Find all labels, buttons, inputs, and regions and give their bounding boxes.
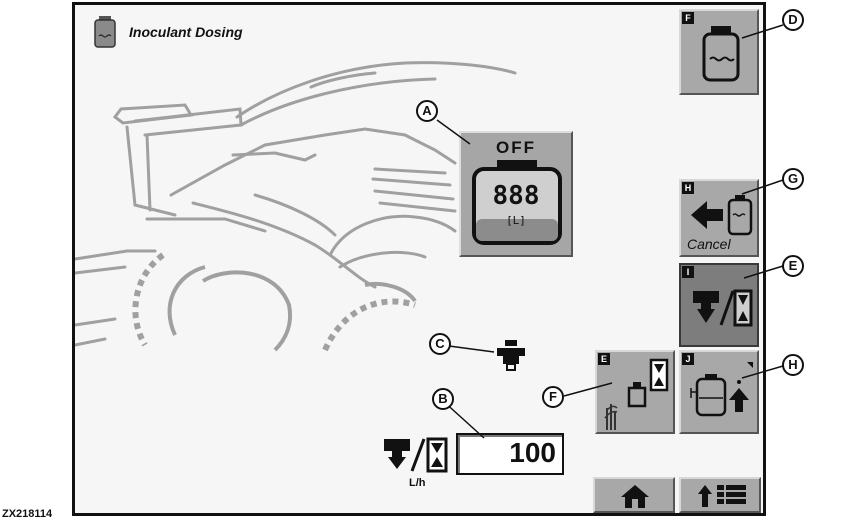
tank-refill-icon [690, 362, 753, 417]
callout-b: B [432, 388, 454, 410]
tank-softkey-f[interactable]: F [679, 9, 759, 95]
dosing-state-label: OFF [496, 138, 536, 157]
dosing-nozzle-icon [497, 340, 525, 371]
dosing-rate-softkey-i[interactable]: I [679, 263, 759, 347]
tank-status-display[interactable]: OFF 888 [L] [459, 131, 573, 257]
menu-button[interactable] [679, 477, 761, 513]
back-arrow-tank-icon [691, 195, 753, 236]
softkey-letter-i: I [682, 266, 694, 278]
callout-h: H [782, 354, 804, 376]
softkey-letter-h: H [682, 182, 694, 194]
callout-a: A [416, 100, 438, 122]
calibration-weight-icon [604, 358, 669, 430]
home-icon [621, 485, 649, 508]
callout-f: F [542, 386, 564, 408]
tank-icon [472, 160, 562, 245]
home-button[interactable] [593, 477, 675, 513]
cancel-softkey-h[interactable]: H Cancel [679, 179, 759, 257]
forage-harvester-outline [75, 61, 517, 352]
callout-c: C [429, 333, 451, 355]
softkey-letter-e: E [598, 353, 610, 365]
dosing-rate-icon [693, 289, 753, 327]
callout-g: G [782, 168, 804, 190]
calibration-softkey-e[interactable]: E [595, 350, 675, 434]
rate-unit: L/h [409, 477, 426, 489]
dosing-rate-icon [384, 437, 448, 473]
tank-icon [702, 26, 740, 82]
callout-e: E [782, 255, 804, 277]
display-screen: Inoculant Dosing OFF 888 [L] L/h 100 F [72, 2, 766, 516]
callout-d: D [782, 9, 804, 31]
menu-up-icon [698, 485, 746, 507]
tank-refill-softkey-j[interactable]: J [679, 350, 759, 434]
tank-level-icon [94, 16, 116, 48]
softkey-letter-j: J [682, 353, 694, 365]
figure-id: ZX218114 [2, 508, 53, 520]
cancel-label: Cancel [687, 236, 731, 252]
page-title: Inoculant Dosing [129, 24, 243, 40]
page-header: Inoculant Dosing [93, 15, 243, 49]
tank-volume-unit: [L] [506, 214, 526, 227]
rate-value: 100 [509, 437, 556, 468]
rate-input[interactable]: 100 [456, 433, 564, 475]
softkey-letter-f: F [682, 12, 694, 24]
tank-volume-value: 888 [492, 181, 540, 211]
